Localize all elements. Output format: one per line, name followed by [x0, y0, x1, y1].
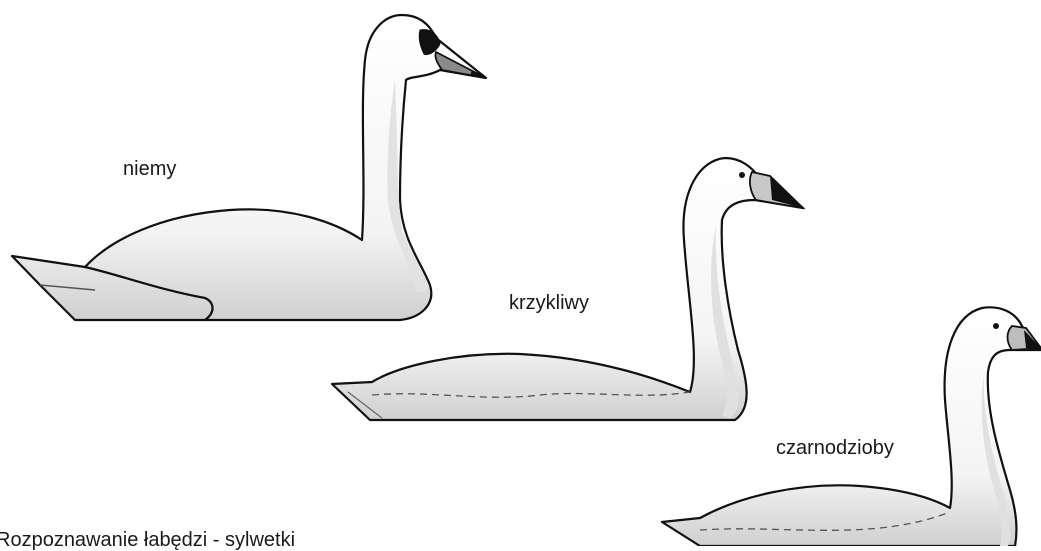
whooper-swan-label: krzykliwy [509, 293, 589, 313]
mute-swan-label: niemy [123, 159, 176, 179]
bewicks-swan-label: czarnodzioby [776, 438, 894, 458]
mute-swan-icon [12, 15, 486, 320]
figure-caption: Rozpoznawanie łabędzi - sylwetki [0, 530, 295, 550]
